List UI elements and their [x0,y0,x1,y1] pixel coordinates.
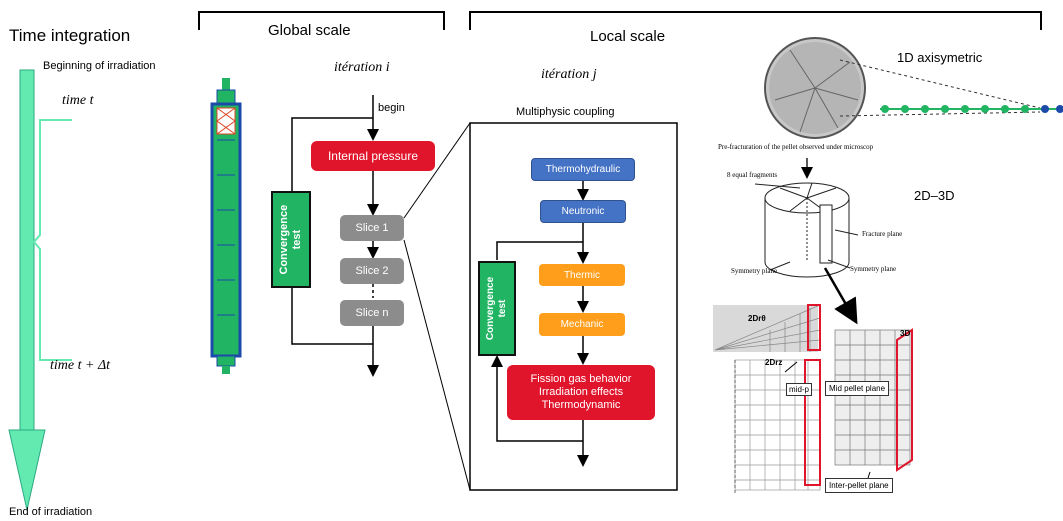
slice-2-box: Slice 2 [340,258,404,284]
2d-rtheta-label: 2Drθ [748,314,766,323]
mesh-2d-rtheta [713,304,821,352]
mid-p-label: mid-p [786,383,813,396]
internal-pressure-box: Internal pressure [311,141,435,171]
global-convergence-test-box: Convergence test [271,191,311,288]
fission-gas-line: Fission gas behavior [530,372,632,385]
2d-rz-label: 2Drz [765,358,783,367]
fragments-label: 8 equal fragments [727,171,778,179]
thermodynamic-line: Thermodynamic [541,399,621,412]
symmetry-plane-right-label: Symmetry plane [850,265,897,273]
local-iteration-label: itération j [541,67,597,82]
pellet-micrograph [764,37,866,139]
global-scale-bracket [198,11,445,30]
global-convergence-line-1: Convergence [278,204,291,275]
2d-3d-label: 2D–3D [914,188,955,203]
microscope-caption: Pre-fracturation of the pellet observed … [718,143,874,151]
time-arrow [8,69,46,511]
symmetry-plane-left-label: Symmetry plane [731,267,778,275]
global-scale-title: Global scale [268,22,351,39]
slice-n-box: Slice n [340,300,404,326]
end-irradiation-label: End of irradiation [9,506,93,518]
local-scale-title: Local scale [590,28,666,45]
slice-1-box: Slice 1 [340,215,404,241]
fission-gas-box: Fission gas behavior Irradiation effects… [507,365,655,420]
local-convergence-test-box: Convergence test [478,261,516,356]
global-convergence-line-2: test [291,229,304,250]
inter-pellet-plane-label: Inter-pellet plane [825,478,893,493]
1d-mesh-nodes [881,105,1063,113]
mesh-3d [834,328,913,472]
multiphysic-coupling-title: Multiphysic coupling [516,106,615,118]
irradiation-effects-line: Irradiation effects [538,385,624,398]
time-t-dt-label: time t + Δt [50,358,111,373]
thermohydraulic-box: Thermohydraulic [531,158,635,181]
1d-axisymetric-label: 1D axisymetric [897,50,983,65]
coupling-frame [469,122,678,491]
mesh-2d-rz [734,359,821,495]
local-scale-bracket [469,11,1042,30]
mechanic-box: Mechanic [539,313,625,336]
fracture-plane-label: Fracture plane [862,230,903,238]
time-integration-title: Time integration [9,26,131,45]
begin-irradiation-label: Beginning of irradiation [43,60,156,72]
local-convergence-line-2: test [497,299,509,318]
time-step-brace [32,119,72,361]
thermic-box: Thermic [539,264,625,286]
3d-label: 3D [900,329,911,338]
fuel-rod [210,78,242,374]
time-t-label: time t [62,93,94,108]
local-convergence-line-1: Convergence [485,276,497,341]
global-begin-label: begin [378,102,405,114]
global-iteration-label: itération i [334,60,390,75]
pellet-cylinder [754,158,859,278]
neutronic-box: Neutronic [540,200,626,223]
mid-pellet-plane-label: Mid pellet plane [825,381,890,396]
